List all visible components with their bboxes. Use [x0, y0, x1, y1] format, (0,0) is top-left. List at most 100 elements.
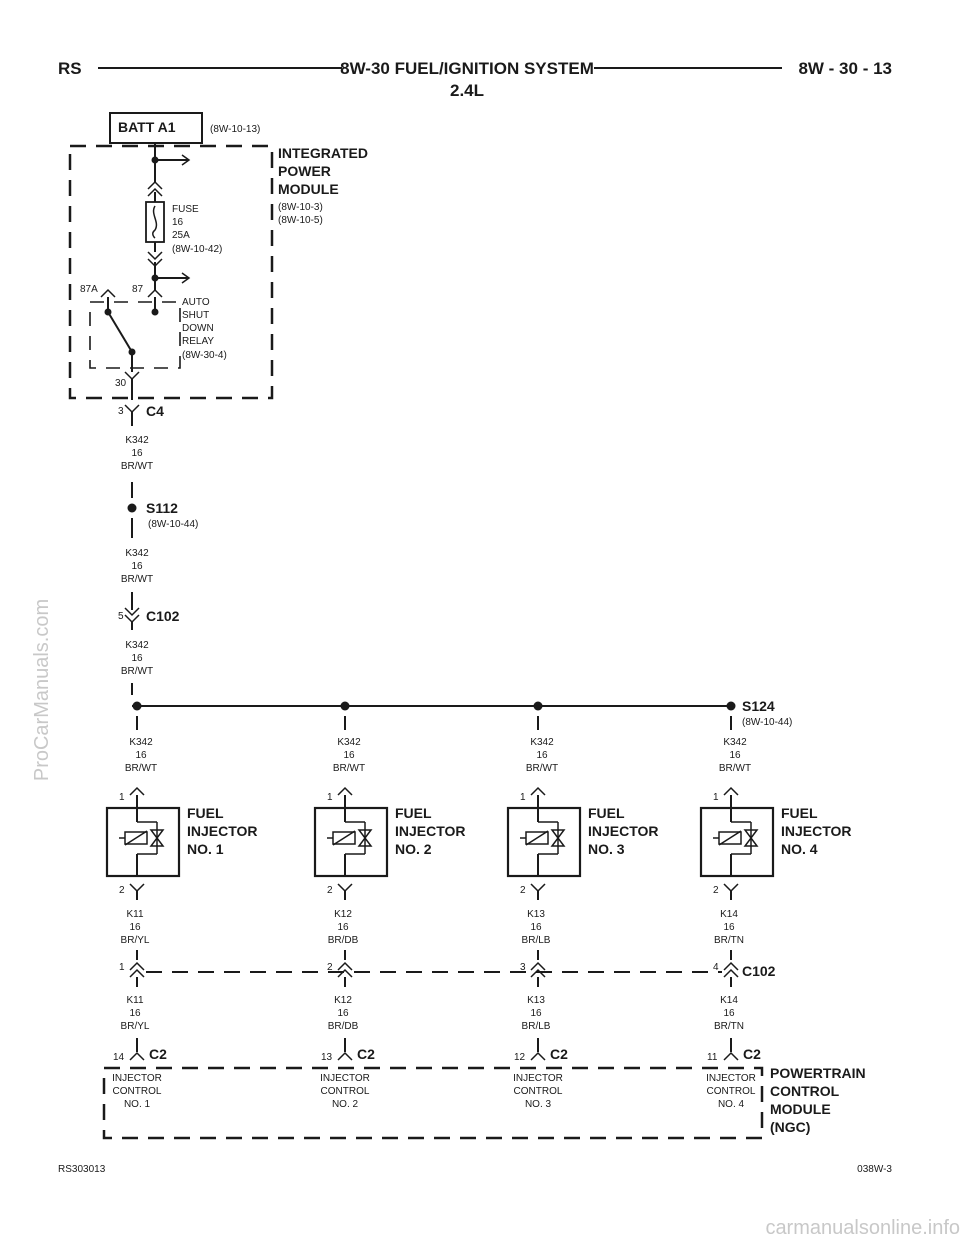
fuse-ref: (8W-10-42): [172, 244, 222, 255]
pcm-wire-circuit: K12: [334, 995, 352, 1006]
fuse-label-2: 16: [172, 217, 184, 228]
relay-label-1: AUTO: [182, 297, 210, 308]
out-wire-circuit: K14: [720, 909, 738, 920]
pcm-input-label-2: CONTROL: [707, 1086, 756, 1097]
wire-a-circuit: K342: [125, 435, 149, 446]
ipm-label-line2: POWER: [278, 163, 331, 179]
c2-label: C2: [743, 1046, 761, 1062]
s124-label: S124: [742, 698, 775, 714]
relay-pin-87a: 87A: [80, 284, 98, 295]
c102-pin: 3: [520, 962, 526, 973]
fuel-injector-symbol: [699, 806, 775, 878]
ipm-label-line3: MODULE: [278, 181, 339, 197]
pcm-input-label-3: NO. 3: [525, 1099, 552, 1110]
feed-wire-circuit: K342: [530, 737, 554, 748]
c2-pin: 14: [113, 1052, 125, 1063]
valve-symbol: [149, 829, 165, 840]
pcm-dashed-box: [102, 1066, 764, 1140]
pcm-input-label-3: NO. 1: [124, 1099, 151, 1110]
injector-name-3: NO. 1: [187, 841, 224, 857]
ipm-dashed-box: [68, 144, 274, 400]
feed-wire-color: BR/WT: [125, 763, 157, 774]
s112-ref: (8W-10-44): [148, 519, 198, 530]
feed-wire-circuit: K342: [723, 737, 747, 748]
splice-dot: [132, 701, 142, 711]
feed-wire-circuit: K342: [129, 737, 153, 748]
pcm-wire-circuit: K11: [126, 995, 143, 1006]
feed-wire-gauge: 16: [536, 750, 548, 761]
pcm-input-label-2: CONTROL: [113, 1086, 162, 1097]
c2-pin: 12: [514, 1052, 526, 1063]
ipm-ref2: (8W-10-5): [278, 215, 323, 226]
relay-label-3: DOWN: [182, 323, 214, 334]
wire-c-color: BR/WT: [121, 666, 153, 677]
c2-label: C2: [357, 1046, 375, 1062]
header-title: 8W-30 FUEL/IGNITION SYSTEM: [340, 59, 594, 78]
c2-label: C2: [149, 1046, 167, 1062]
relay-switch-arm: [107, 311, 133, 353]
injector-name-1: FUEL: [588, 805, 625, 821]
trunk-wire: 3 C4 K342 16 BR/WT S112 (8W-10-44) K342 …: [118, 403, 198, 695]
pcm-wire-color: BR/LB: [522, 1021, 551, 1032]
page-header: RS 8W-30 FUEL/IGNITION SYSTEM 8W - 30 - …: [58, 59, 892, 100]
relay-label-2: SHUT: [182, 310, 209, 321]
relay-ref: (8W-30-4): [182, 350, 227, 361]
c102-top-pin: 5: [118, 611, 124, 622]
injector-pin-bottom: 2: [520, 885, 526, 896]
injector-pin-top: 1: [327, 792, 333, 803]
injector-name-3: NO. 4: [781, 841, 818, 857]
pcm-wire-gauge: 16: [337, 1008, 349, 1019]
side-watermark: ProCarManuals.com: [31, 599, 53, 781]
pcm-input-label-1: INJECTOR: [706, 1073, 756, 1084]
c102-bottom-label: C102: [742, 963, 776, 979]
feed-wire-circuit: K342: [337, 737, 361, 748]
pcm-input-label-3: NO. 4: [718, 1099, 745, 1110]
injector-name-2: INJECTOR: [781, 823, 852, 839]
out-wire-circuit: K13: [527, 909, 545, 920]
injector-name-3: NO. 3: [588, 841, 625, 857]
feed-wire-color: BR/WT: [333, 763, 365, 774]
wire-b-color: BR/WT: [121, 574, 153, 585]
splice-dot: [340, 701, 350, 711]
pcm-wire-color: BR/DB: [328, 1021, 359, 1032]
out-wire-color: BR/DB: [328, 935, 359, 946]
injector-pin-top: 1: [520, 792, 526, 803]
header-subtitle: 2.4L: [450, 81, 484, 100]
splice-dot: [533, 701, 543, 711]
s112-splice: [127, 503, 137, 513]
fuel-injector-symbol: [506, 806, 582, 878]
wire-a-color: BR/WT: [121, 461, 153, 472]
out-wire-gauge: 16: [723, 922, 735, 933]
c2-pin: 13: [321, 1052, 333, 1063]
c102-pin: 4: [713, 962, 719, 973]
asd-relay: 87A 87 30 AUTO SHUT DOWN RELAY (8W-30-4): [80, 284, 227, 400]
fuel-injector-symbol: [313, 806, 389, 878]
out-wire-color: BR/LB: [522, 935, 551, 946]
wire-c-circuit: K342: [125, 640, 149, 651]
ipm-label: INTEGRATED POWER MODULE (8W-10-3) (8W-10…: [278, 145, 368, 226]
pcm-label: POWERTRAIN CONTROL MODULE (NGC): [770, 1065, 866, 1135]
footer-right-code: 038W-3: [857, 1164, 892, 1175]
splice-dot: [726, 701, 736, 711]
relay-pin-30: 30: [115, 378, 127, 389]
wire-a-gauge: 16: [131, 448, 143, 459]
valve-symbol: [357, 829, 373, 840]
relay-dashed-box: [89, 301, 181, 369]
wire-c-gauge: 16: [131, 653, 143, 664]
wire-b-gauge: 16: [131, 561, 143, 572]
header-page-ref: 8W - 30 - 13: [798, 59, 892, 78]
out-wire-circuit: K12: [334, 909, 352, 920]
injector-pin-bottom: 2: [713, 885, 719, 896]
injector-pin-bottom: 2: [327, 885, 333, 896]
fuse-circuit: FUSE 16 25A (8W-10-42): [145, 143, 222, 290]
wire-b-circuit: K342: [125, 548, 149, 559]
injector-name-1: FUEL: [781, 805, 818, 821]
c102-top-label: C102: [146, 608, 180, 624]
injector-name-1: FUEL: [187, 805, 224, 821]
pcm-wire-gauge: 16: [129, 1008, 141, 1019]
